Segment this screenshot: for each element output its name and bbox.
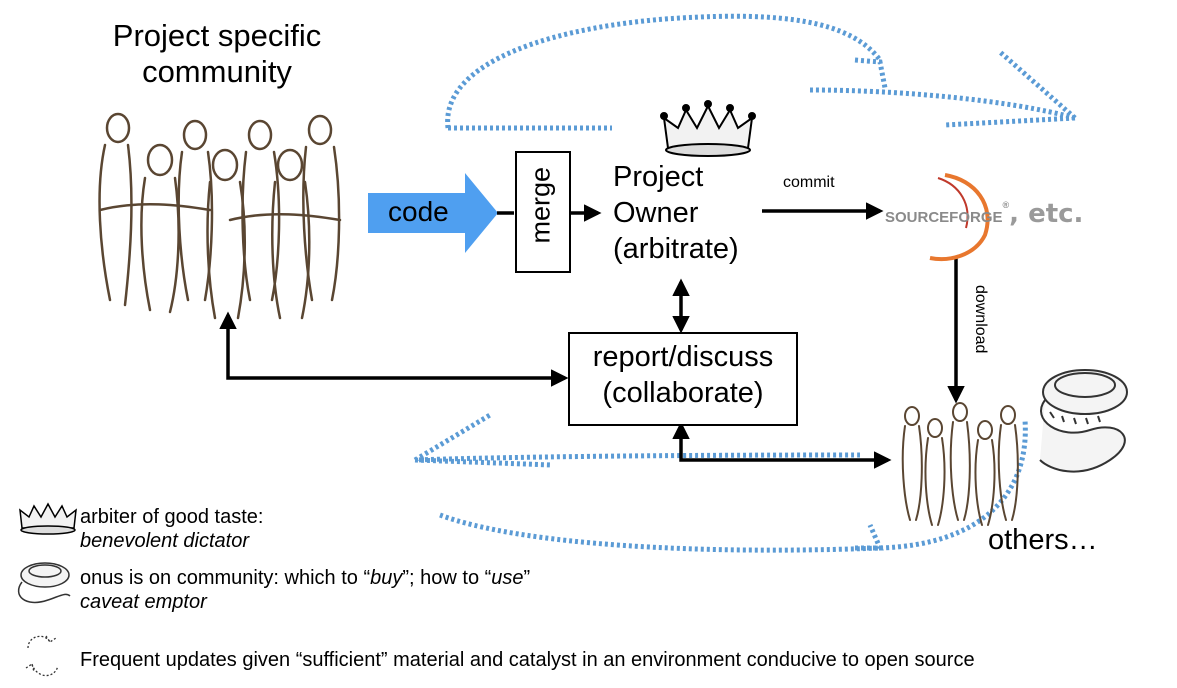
owner-line1: Project [613,161,704,193]
community-people-sketch [98,112,342,320]
tape-line1-e: ” [523,567,531,589]
community-title-line2: community [142,53,292,89]
code-label: code [388,196,449,227]
legend-crown-line1: arbiter of good taste: [80,506,264,528]
tape-line2-italic: caveat emptor [80,591,207,613]
code-arrow [368,173,498,253]
crown-icon [660,100,756,157]
others-label: others… [988,524,1098,556]
legend-tape-text: onus is on community: which to “buy”; ho… [80,566,530,614]
sourceforge-suffix: , etc. [1009,199,1084,229]
download-label: download [972,284,990,354]
legend-crown-icon [19,502,77,535]
legend-cycle-icon [25,635,59,677]
cycle-arrow-top [445,13,1077,131]
project-owner-label: Project Owner (arbitrate) [598,159,768,267]
community-title: Project specific community [78,18,356,89]
report-line1: report/discuss [592,341,774,373]
report-discuss-label: report/discuss (collaborate) [568,339,798,411]
tape-line1-use: use [491,567,524,589]
sourceforge-text: SOURCEFORGE®, etc. [885,199,1084,230]
legend-tape-line1: onus is on community: which to “buy”; ho… [80,566,530,590]
legend-crown-text: arbiter of good taste: benevolent dictat… [80,505,263,553]
merge-label: merge [525,166,556,244]
commit-label: commit [783,174,835,191]
tape-line1-buy: buy [370,567,403,589]
others-people-sketch [901,402,1019,526]
sourceforge-logo-text: SOURCEFORGE [885,209,1003,226]
sourceforge-logo [929,173,990,262]
owner-line2: Owner [613,197,699,229]
legend-crown-line2-italic: benevolent dictator [80,530,250,552]
report-line2: (collaborate) [602,377,764,409]
sourceforge-reg-mark: ® [1002,200,1010,210]
merge-box [515,151,571,273]
legend-tape-icon [17,562,71,604]
tape-measure-icon [1039,369,1128,473]
legend-tape-line2: caveat emptor [80,590,530,614]
community-title-line1: Project specific [112,18,322,53]
tape-line1-c: ”; how to “ [402,567,492,589]
cycle-arrow-bottom [413,412,1028,553]
legend-crown-line2: benevolent dictator [80,529,263,553]
connector-arrows [219,202,965,469]
owner-line3: (arbitrate) [613,233,739,265]
tape-line1-a: onus is on community: which to “ [80,567,371,589]
report-discuss-box [568,332,798,426]
legend-cycle-text: Frequent updates given “sufficient” mate… [80,649,975,671]
